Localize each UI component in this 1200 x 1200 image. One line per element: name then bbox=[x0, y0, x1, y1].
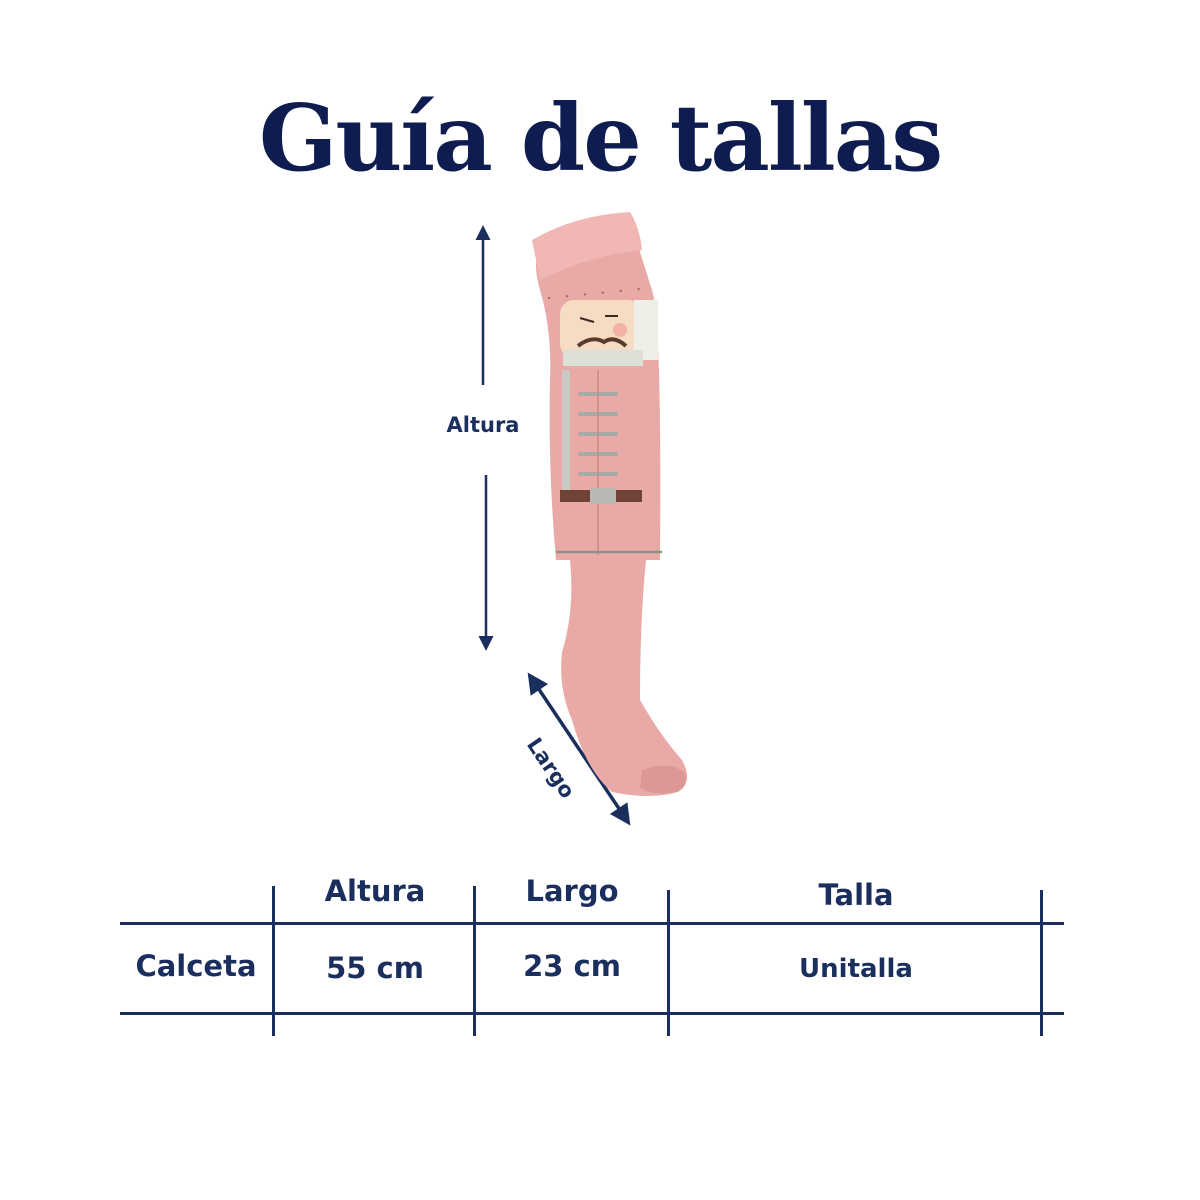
row-label-calceta: Calceta bbox=[135, 949, 257, 983]
length-label: Largo bbox=[522, 733, 580, 802]
height-arrow bbox=[475, 225, 494, 651]
table-divider-1 bbox=[272, 886, 275, 1036]
header-largo: Largo bbox=[525, 874, 619, 908]
sock-diagram: Altura Largo bbox=[447, 212, 688, 826]
height-label: Altura bbox=[447, 413, 520, 437]
table-line-top bbox=[120, 922, 1064, 925]
table-divider-2 bbox=[473, 886, 476, 1036]
size-table: Altura Largo Talla Calceta 55 cm 23 cm U… bbox=[0, 860, 1200, 1060]
value-largo: 23 cm bbox=[523, 949, 621, 983]
header-talla: Talla bbox=[818, 878, 894, 912]
table-divider-3 bbox=[667, 890, 670, 1036]
header-altura: Altura bbox=[324, 874, 426, 908]
sock-image bbox=[532, 212, 688, 796]
table-line-bottom bbox=[120, 1012, 1064, 1015]
table-divider-4 bbox=[1040, 890, 1043, 1036]
value-talla: Unitalla bbox=[799, 954, 913, 984]
length-arrow bbox=[527, 672, 631, 826]
value-altura: 55 cm bbox=[326, 951, 424, 985]
page-title: Guía de tallas bbox=[258, 84, 943, 192]
